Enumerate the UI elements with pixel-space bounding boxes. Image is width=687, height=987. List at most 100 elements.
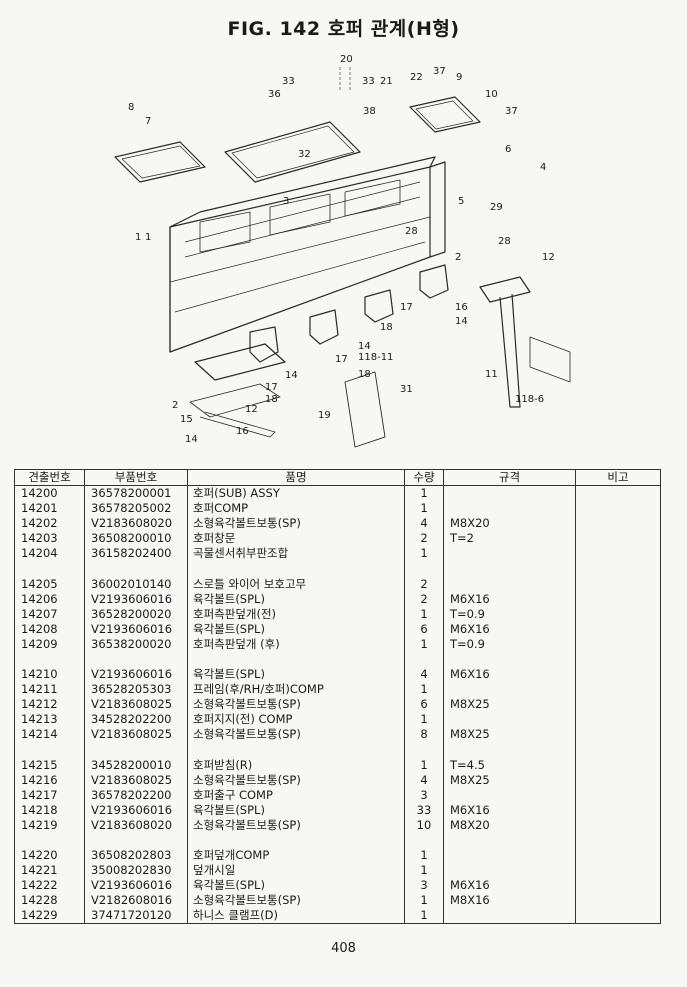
cell-quantity: 4	[404, 667, 444, 683]
cell-part-name: 육각볼트(SPL)	[187, 802, 405, 818]
callout-number: 32	[298, 149, 311, 160]
cell-specification	[443, 787, 576, 803]
spacer-cell	[187, 561, 405, 577]
cell-remarks	[575, 621, 661, 637]
cell-part-name: 호퍼창문	[187, 531, 405, 547]
cell-quantity: 4	[404, 516, 444, 532]
cell-part-no: V2183608025	[84, 727, 188, 743]
callout-number: 12	[542, 252, 555, 263]
cell-quantity: 6	[404, 621, 444, 637]
cell-part-name: 프레임(후/RH/호퍼)COMP	[187, 682, 405, 698]
cell-specification: M8X25	[443, 772, 576, 788]
cell-part-name: 호퍼(SUB) ASSY	[187, 485, 405, 502]
cell-index-no: 14205	[14, 576, 85, 592]
cell-quantity: 1	[404, 712, 444, 728]
cell-index-no: 14214	[14, 727, 85, 743]
callout-number: 12	[245, 404, 258, 415]
callout-number: 2	[172, 400, 178, 411]
cell-part-no: 35008202830	[84, 863, 188, 879]
cell-part-name: 덮개시일	[187, 863, 405, 879]
cell-remarks	[575, 501, 661, 517]
callout-number: 3	[283, 196, 289, 207]
cell-index-no: 14202	[14, 516, 85, 532]
cell-quantity: 1	[404, 636, 444, 653]
cell-remarks	[575, 712, 661, 728]
cell-quantity: 3	[404, 787, 444, 803]
callout-number: 7	[145, 116, 151, 127]
callout-number: 4	[540, 162, 546, 173]
header-part-no: 부품번호	[84, 468, 188, 487]
callout-number: 14	[285, 370, 298, 381]
header-specification: 규격	[443, 468, 576, 487]
callout-number: 38	[363, 106, 376, 117]
table-spacer-row	[14, 832, 661, 848]
callout-number: 17	[265, 382, 278, 393]
cell-part-name: 소형육각볼트보통(SP)	[187, 817, 405, 833]
spacer-cell	[14, 832, 85, 848]
cell-part-no: 36158202400	[84, 546, 188, 562]
cell-index-no: 14200	[14, 485, 85, 502]
cell-part-name: 스로틀 와이어 보호고무	[187, 576, 405, 592]
cell-remarks	[575, 546, 661, 562]
callout-number: 28	[498, 236, 511, 247]
cell-part-name: 소형육각볼트보통(SP)	[187, 893, 405, 909]
cell-part-no: 36578202200	[84, 787, 188, 803]
cell-index-no: 14206	[14, 591, 85, 607]
callout-number: 10	[485, 89, 498, 100]
cell-part-name: 호퍼지지(전) COMP	[187, 712, 405, 728]
spacer-cell	[84, 652, 188, 668]
cell-part-name: 소형육각볼트보통(SP)	[187, 697, 405, 713]
cell-remarks	[575, 893, 661, 909]
cell-part-no: 36508200010	[84, 531, 188, 547]
cell-quantity: 1	[404, 606, 444, 622]
cell-remarks	[575, 802, 661, 818]
cell-quantity: 1	[404, 546, 444, 562]
callout-number: 37	[433, 66, 446, 77]
cell-specification	[443, 863, 576, 879]
callout-number: 118-6	[515, 394, 544, 405]
table-spacer-row	[14, 742, 661, 758]
callout-number: 33	[362, 76, 375, 87]
spacer-cell	[404, 561, 444, 577]
cell-index-no: 14208	[14, 621, 85, 637]
callout-number: 28	[405, 226, 418, 237]
cell-part-no: V2193606016	[84, 802, 188, 818]
callout-number: 118-11	[358, 352, 393, 363]
callout-number: 15	[180, 414, 193, 425]
cell-part-name: 소형육각볼트보통(SP)	[187, 516, 405, 532]
cell-remarks	[575, 727, 661, 743]
cell-index-no: 14220	[14, 847, 85, 864]
cell-remarks	[575, 485, 661, 502]
callout-number: 21	[380, 76, 393, 87]
cell-specification: M6X16	[443, 621, 576, 637]
cell-part-no: 34528200010	[84, 757, 188, 773]
spacer-cell	[404, 652, 444, 668]
cell-index-no: 14218	[14, 802, 85, 818]
cell-part-no: 34528202200	[84, 712, 188, 728]
cell-part-no: V2193606016	[84, 878, 188, 894]
cell-specification: M6X16	[443, 667, 576, 683]
cell-specification: M6X16	[443, 802, 576, 818]
cell-index-no: 14217	[14, 787, 85, 803]
callout-number: 36	[268, 89, 281, 100]
cell-specification: M8X25	[443, 697, 576, 713]
cell-quantity: 4	[404, 772, 444, 788]
cell-quantity: 6	[404, 697, 444, 713]
table-spacer-row	[14, 561, 661, 577]
callout-number: 18	[358, 369, 371, 380]
